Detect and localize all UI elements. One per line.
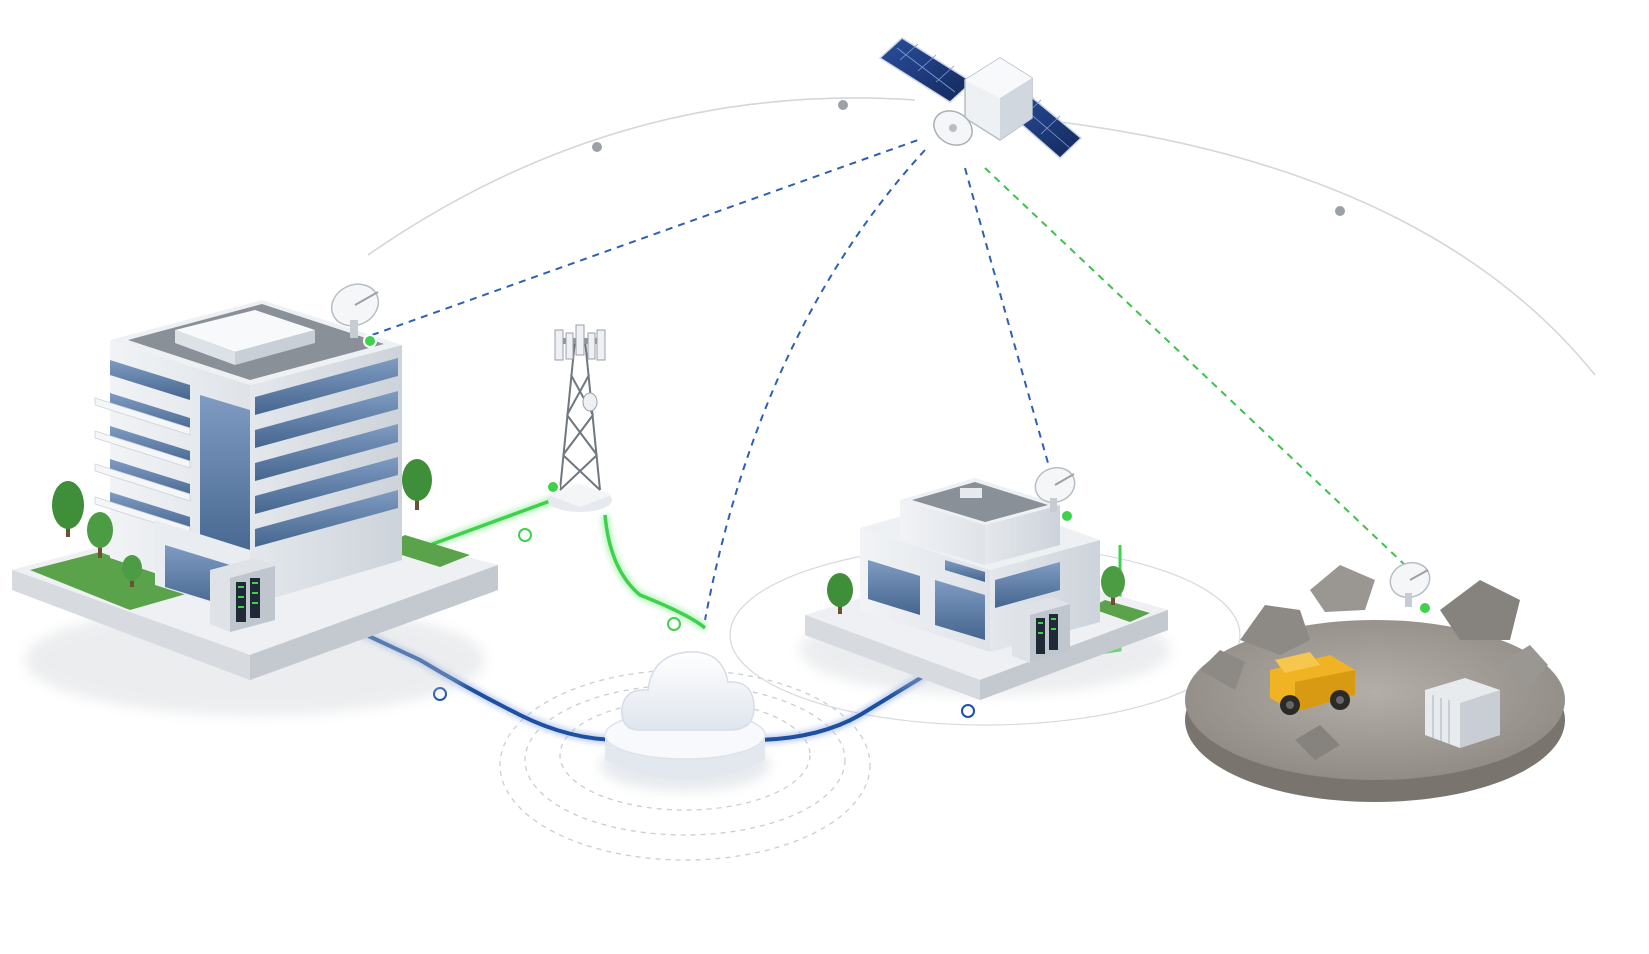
link-branch-satellite [965,168,1050,470]
satellite-icon [880,38,1081,158]
link-headquarters-satellite [372,140,918,335]
container-icon [1425,678,1500,748]
orbit-node [838,100,848,110]
cloud-icon [600,652,770,791]
satellite-dish-icon [1385,557,1434,614]
server-rack-icon [210,558,275,632]
orbit-arc [368,98,1595,375]
server-rack-icon [1012,597,1070,663]
office-tower-icon [12,277,498,715]
orbit-node [1335,206,1345,216]
cell-tower-icon [547,325,612,512]
orbit-node [592,142,602,152]
tree-icon [402,459,432,510]
mining-site-icon [1185,557,1565,802]
link-tower-cloud [605,515,705,628]
tree-icon [52,481,84,537]
office-building-icon [800,462,1170,700]
